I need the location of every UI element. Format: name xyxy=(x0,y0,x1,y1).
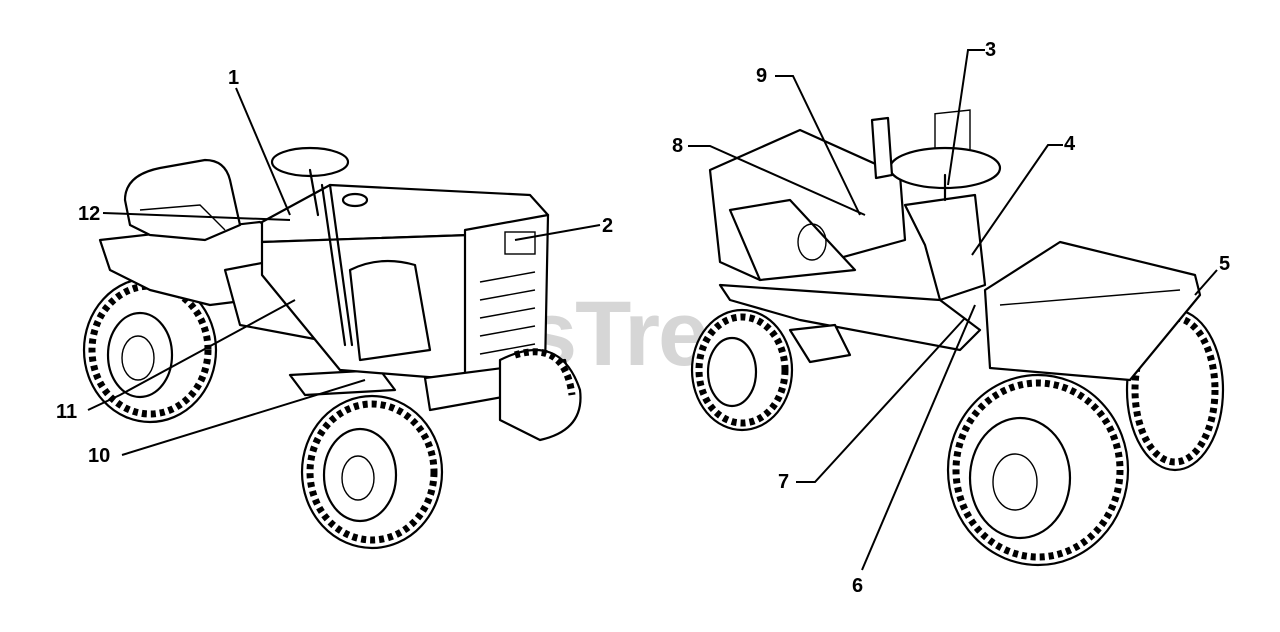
right-tractor-pedal xyxy=(788,323,852,364)
leader-1 xyxy=(235,87,291,216)
right-tractor-lever-knob xyxy=(870,116,894,180)
callout-12: 12 xyxy=(78,203,100,225)
right-tractor-engine xyxy=(728,198,857,282)
right-tractor-rear-fender xyxy=(983,240,1202,382)
callout-2: 2 xyxy=(602,215,613,237)
leader-12 xyxy=(102,212,291,221)
left-tractor-front-far-wheel xyxy=(498,348,582,442)
leader-5 xyxy=(1194,269,1218,296)
callout-1: 1 xyxy=(228,67,239,89)
callout-10: 10 xyxy=(88,445,110,467)
leader-2 xyxy=(514,224,601,241)
leader-4 xyxy=(971,144,1063,256)
callout-labels: 1 2 3 4 5 6 7 8 9 10 11 12 xyxy=(56,39,1230,597)
right-tractor-dash xyxy=(903,193,987,302)
leader-10 xyxy=(121,379,366,456)
leader-3 xyxy=(947,49,985,186)
right-tractor-illustration xyxy=(690,109,1225,567)
leader-11 xyxy=(87,299,296,411)
callout-11: 11 xyxy=(56,401,77,423)
right-tractor-frame xyxy=(718,283,982,352)
leader-7 xyxy=(796,317,966,483)
right-tractor-rear-near-wheel xyxy=(946,373,1130,567)
left-tractor-front-near-wheel xyxy=(300,394,444,550)
right-tractor-front-wheel xyxy=(690,308,794,432)
callout-8: 8 xyxy=(672,135,683,157)
left-tractor-seat xyxy=(123,158,242,242)
leader-8 xyxy=(688,145,866,216)
leader-lines xyxy=(87,49,1218,571)
left-tractor-fuel-cap xyxy=(341,192,369,208)
leader-6 xyxy=(861,304,976,571)
callout-4: 4 xyxy=(1064,133,1076,155)
left-tractor-engine xyxy=(348,259,432,362)
left-tractor-lift-lever xyxy=(320,183,354,347)
left-tractor-illustration xyxy=(82,146,582,550)
callout-6: 6 xyxy=(852,575,863,597)
callout-5: 5 xyxy=(1219,253,1230,275)
callout-3: 3 xyxy=(985,39,996,61)
callout-9: 9 xyxy=(756,65,767,87)
leader-9 xyxy=(775,75,861,216)
callout-7: 7 xyxy=(778,471,789,493)
